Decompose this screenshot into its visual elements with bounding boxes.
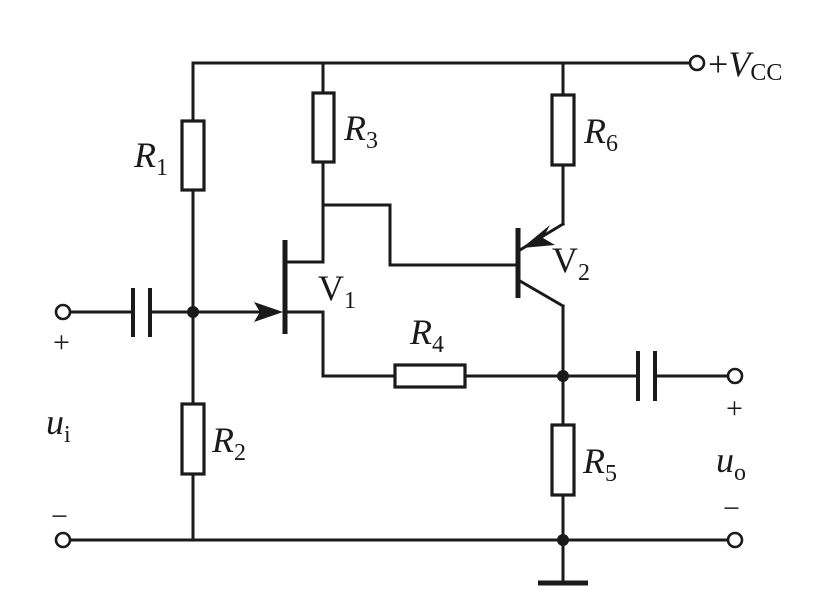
- uo-label: uo: [716, 440, 746, 486]
- resistor-r6: [550, 93, 576, 167]
- junction-gate-node: [187, 306, 199, 318]
- capacitor-output: [636, 351, 657, 401]
- junction-ground-node: [557, 534, 569, 546]
- capacitor-input: [131, 288, 152, 337]
- r4-label: R4: [409, 312, 444, 358]
- terminal-output-ground: [726, 531, 744, 549]
- drain-to-base-wire: [321, 203, 517, 267]
- input-minus-label: −: [51, 500, 68, 533]
- output-minus-label: −: [723, 492, 740, 525]
- terminal-input-ground: [54, 531, 72, 549]
- junction-output-node: [557, 370, 569, 382]
- gate-arrow-icon: [254, 302, 283, 322]
- r3-label: R3: [343, 108, 378, 154]
- r6-label: R6: [583, 111, 618, 157]
- resistor-r1: [180, 119, 206, 192]
- r1-label: R1: [133, 135, 168, 181]
- bjt-v2: [515, 225, 555, 298]
- output-plus-label: +: [726, 392, 743, 425]
- wires: [68, 61, 730, 584]
- drain-wire: [283, 203, 325, 264]
- terminal-input: [54, 303, 72, 321]
- jfet-v1: [254, 240, 288, 334]
- resistor-r2: [180, 402, 206, 476]
- terminal-output: [726, 367, 744, 385]
- r2-label: R2: [211, 420, 246, 466]
- v2-label: V2: [552, 240, 590, 286]
- vcc-label: +VCC: [708, 44, 782, 86]
- resistor-r5: [550, 423, 576, 497]
- ui-label: ui: [46, 402, 71, 448]
- terminal-vcc: [688, 54, 706, 72]
- source-wire: [283, 310, 397, 378]
- emitter-arrow-icon: [522, 225, 555, 248]
- r5-label: R5: [582, 441, 617, 487]
- resistor-r3: [311, 91, 336, 164]
- v2-collector-wire: [517, 278, 566, 309]
- resistor-r4: [393, 363, 467, 389]
- input-plus-label: +: [53, 326, 70, 359]
- v1-label: V1: [318, 268, 356, 314]
